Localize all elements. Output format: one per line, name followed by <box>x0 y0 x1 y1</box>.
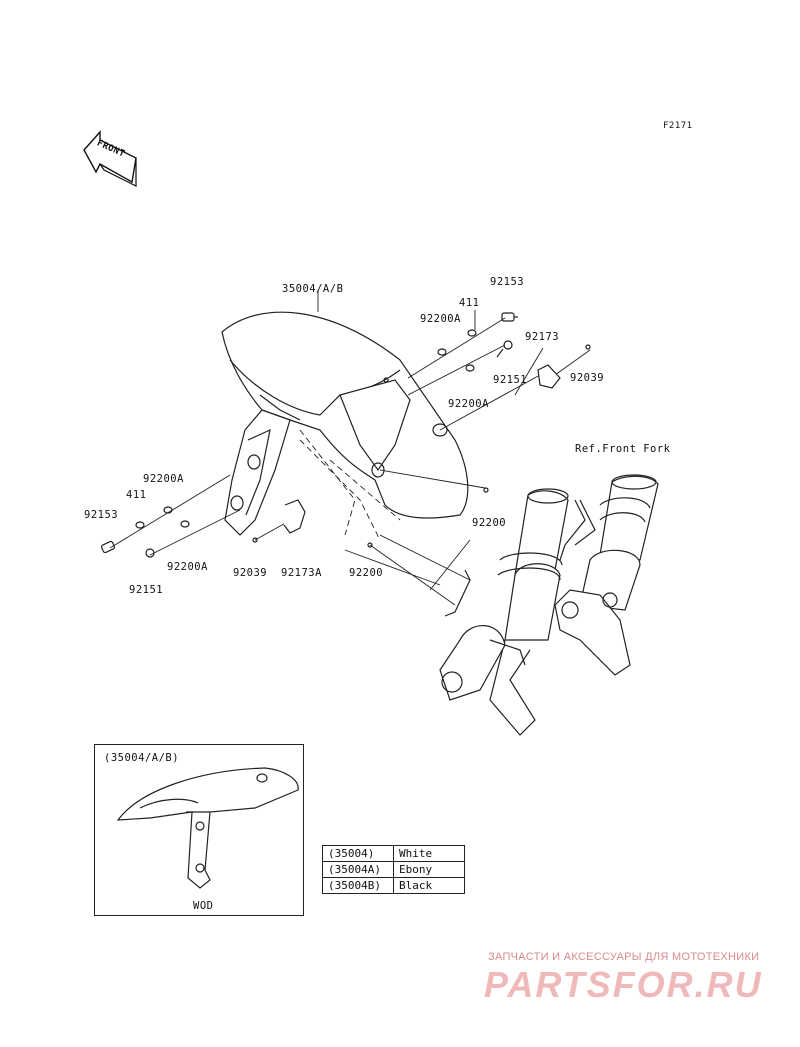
color-row: (35004) White <box>322 845 465 862</box>
label-92200A-top: 92200A <box>420 313 461 325</box>
inset-fender-drawing <box>116 767 299 889</box>
label-92200-mid: 92200 <box>349 567 384 579</box>
label-92200-right: 92200 <box>472 517 507 529</box>
color-name: Black <box>393 877 465 894</box>
color-code: (35004) <box>322 845 394 862</box>
inset-title: (35004/A/B) <box>104 752 180 764</box>
label-92200A-right: 92200A <box>448 398 489 410</box>
label-92151-left: 92151 <box>129 584 164 596</box>
label-92039-right: 92039 <box>570 372 605 384</box>
label-411-top: 411 <box>459 297 480 309</box>
color-code: (35004B) <box>322 877 394 894</box>
front-arrow-icon <box>83 130 137 187</box>
hardware-right <box>437 312 591 389</box>
label-92153-left: 92153 <box>84 509 119 521</box>
front-fork <box>439 474 659 736</box>
color-code: (35004A) <box>322 861 394 878</box>
color-row: (35004B) Black <box>322 877 465 894</box>
label-92173A: 92173A <box>281 567 322 579</box>
label-92151-right: 92151 <box>493 374 528 386</box>
color-row: (35004A) Ebony <box>322 861 465 878</box>
front-fender <box>221 311 469 536</box>
inset-caption: WOD <box>193 900 214 912</box>
figure-code: F2171 <box>663 121 693 131</box>
label-fender: 35004/A/B <box>282 283 344 295</box>
label-92153-top: 92153 <box>490 276 525 288</box>
label-92173: 92173 <box>525 331 560 343</box>
label-92200A-left: 92200A <box>143 473 184 485</box>
color-name: White <box>393 845 465 862</box>
label-92039-mid: 92039 <box>233 567 268 579</box>
inset-box <box>94 744 304 916</box>
label-ref-front-fork: Ref.Front Fork <box>575 443 671 455</box>
hardware-left <box>100 487 489 558</box>
label-92200A-left-low: 92200A <box>167 561 208 573</box>
watermark-logo: PARTSFOR.RU <box>484 964 763 1005</box>
label-411-left: 411 <box>126 489 147 501</box>
watermark-tagline: ЗАПЧАСТИ И АКСЕССУАРЫ ДЛЯ МОТОТЕХНИКИ <box>488 951 760 963</box>
color-table: (35004) White (35004A) Ebony (35004B) Bl… <box>322 845 465 894</box>
color-name: Ebony <box>393 861 465 878</box>
